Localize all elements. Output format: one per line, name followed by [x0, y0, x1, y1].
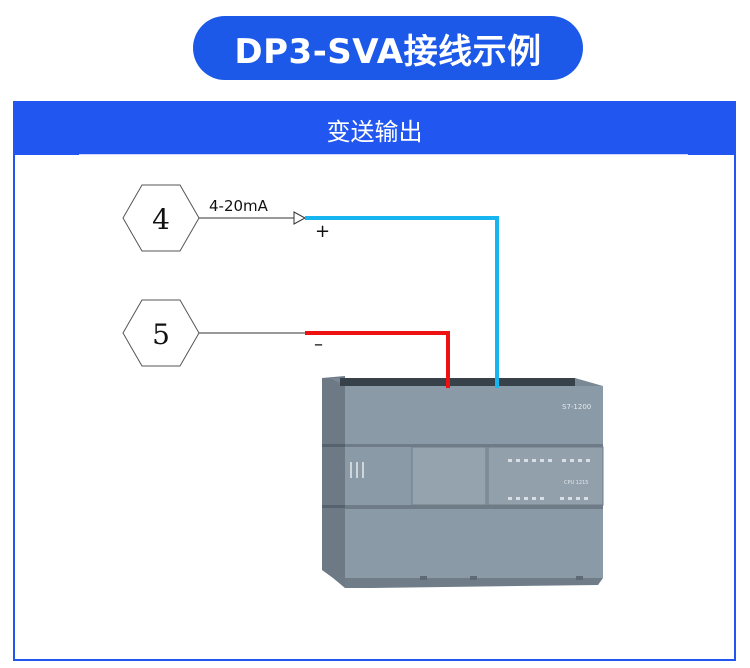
blue-signal-wire	[305, 216, 499, 388]
plc-middle-panel	[411, 446, 487, 506]
plc-device: S7-1200 CPU 1215	[322, 376, 604, 588]
plc-status-leds	[350, 462, 364, 478]
plc-lower-divider	[345, 505, 603, 509]
terminal-4-polarity: +	[315, 221, 330, 242]
plc-left-bevel-bottom	[322, 505, 345, 508]
signal-label: 4-20mA	[209, 197, 269, 215]
terminal-4-number: 4	[152, 203, 170, 236]
terminal-5-number: 5	[152, 318, 170, 351]
red-negative-wire	[305, 331, 450, 388]
terminal-4-arrow	[293, 211, 307, 225]
page-title: DP3-SVA接线示例	[193, 16, 583, 80]
terminal-4: 4 4-20mA +	[122, 184, 330, 252]
plc-bottom-edge	[345, 578, 603, 588]
header-divider	[79, 154, 688, 155]
plc-io-panel	[487, 446, 604, 506]
terminal-5-polarity: –	[314, 334, 323, 355]
plc-cpu-label: CPU 1215	[564, 480, 588, 486]
plc-left-bevel-top	[322, 444, 345, 447]
plc-left-side	[322, 376, 345, 588]
plc-feet	[420, 576, 583, 580]
terminal-5: 5 –	[122, 299, 323, 367]
plc-led-row-top	[508, 459, 590, 462]
plc-terminal-strip	[340, 378, 575, 386]
plc-model-label: S7-1200	[562, 403, 591, 411]
plc-upper-divider	[345, 444, 603, 447]
plc-led-row-bottom	[508, 497, 588, 500]
section-header: 变送输出	[15, 103, 734, 155]
